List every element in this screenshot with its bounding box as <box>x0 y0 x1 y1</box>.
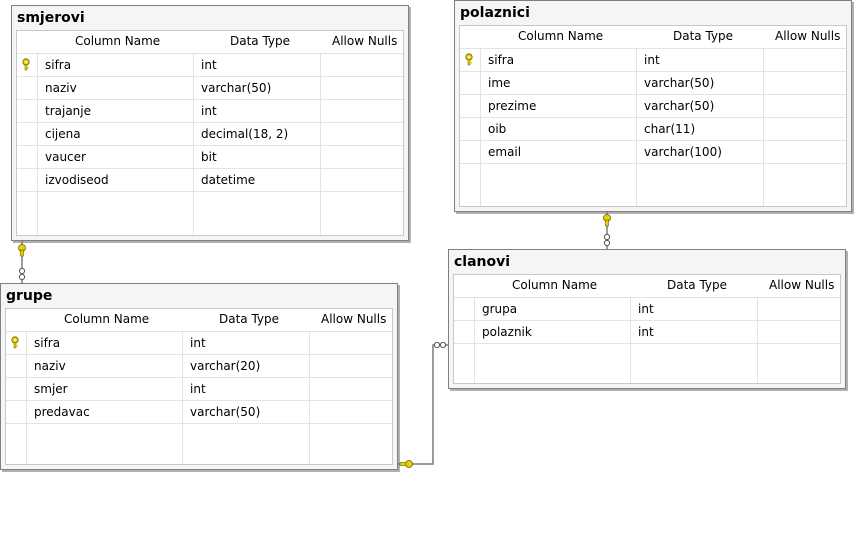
data-type-cell: int <box>201 104 217 118</box>
column-name-cell: predavac <box>34 405 90 419</box>
infinity-end-icon <box>433 341 447 349</box>
column-name-cell: grupa <box>482 302 518 316</box>
column-name-cell: izvodiseod <box>45 173 109 187</box>
table-row[interactable]: izvodiseod datetime <box>17 168 403 192</box>
header-data-type: Data Type <box>673 29 734 43</box>
table-row[interactable]: polaznik int <box>454 320 840 344</box>
header-column-name: Column Name <box>75 34 161 48</box>
data-type-cell: varchar(50) <box>644 99 715 113</box>
data-type-cell: char(11) <box>644 122 696 136</box>
table-title-polaznici: polaznici <box>460 5 530 21</box>
table-title-clanovi: clanovi <box>454 254 511 270</box>
column-name-cell: naziv <box>45 81 77 95</box>
table-row[interactable]: ime varchar(50) <box>460 71 846 95</box>
key-end-icon <box>18 244 26 257</box>
data-type-cell: bit <box>201 150 217 164</box>
header-column-name: Column Name <box>64 312 150 326</box>
header-allow-nulls: Allow Nulls <box>775 29 841 43</box>
data-type-cell: varchar(100) <box>644 145 722 159</box>
column-name-cell: polaznik <box>482 325 532 339</box>
relationship-clanovi-grupe[interactable] <box>398 341 448 468</box>
data-type-cell: varchar(50) <box>201 81 272 95</box>
data-type-cell: int <box>644 53 660 67</box>
column-name-cell: prezime <box>488 99 537 113</box>
grid-header: Column Name Data Type Allow Nulls <box>6 309 392 331</box>
data-type-cell: varchar(50) <box>190 405 261 419</box>
column-name-cell: sifra <box>45 58 72 72</box>
column-name-cell: trajanje <box>45 104 92 118</box>
column-name-cell: sifra <box>488 53 515 67</box>
table-row[interactable]: predavac varchar(50) <box>6 400 392 424</box>
infinity-end-icon <box>603 233 611 247</box>
table-row[interactable]: grupa int <box>454 297 840 321</box>
column-name-cell: cijena <box>45 127 81 141</box>
table-row[interactable]: prezime varchar(50) <box>460 94 846 118</box>
table-row[interactable]: naziv varchar(20) <box>6 354 392 378</box>
key-end-icon <box>399 460 413 468</box>
header-column-name: Column Name <box>518 29 604 43</box>
data-type-cell: int <box>638 325 654 339</box>
header-column-name: Column Name <box>512 278 598 292</box>
data-type-cell: varchar(20) <box>190 359 261 373</box>
infinity-end-icon <box>18 267 26 281</box>
column-name-cell: oib <box>488 122 507 136</box>
empty-row[interactable] <box>17 191 403 215</box>
table-polaznici[interactable]: polaznici Column Name Data Type Allow Nu… <box>454 0 852 212</box>
table-row[interactable]: oib char(11) <box>460 117 846 141</box>
data-type-cell: varchar(50) <box>644 76 715 90</box>
table-row[interactable]: smjer int <box>6 377 392 401</box>
data-type-cell: decimal(18, 2) <box>201 127 289 141</box>
column-name-cell: sifra <box>34 336 61 350</box>
header-allow-nulls: Allow Nulls <box>321 312 387 326</box>
data-type-cell: int <box>638 302 654 316</box>
table-row[interactable]: sifra int <box>460 48 846 72</box>
data-type-cell: int <box>190 336 206 350</box>
table-row[interactable]: cijena decimal(18, 2) <box>17 122 403 146</box>
column-grid: Column Name Data Type Allow Nulls sifra i… <box>459 25 847 207</box>
table-clanovi[interactable]: clanovi Column Name Data Type Allow Null… <box>448 249 846 389</box>
table-row[interactable]: email varchar(100) <box>460 140 846 164</box>
empty-row[interactable] <box>460 163 846 187</box>
header-allow-nulls: Allow Nulls <box>332 34 398 48</box>
table-row[interactable]: sifra int <box>6 331 392 355</box>
column-grid: Column Name Data Type Allow Nulls sifra i… <box>16 30 404 236</box>
empty-row[interactable] <box>454 343 840 367</box>
relationship-clanovi-polaznici[interactable] <box>603 212 611 249</box>
column-name-cell: ime <box>488 76 511 90</box>
header-data-type: Data Type <box>667 278 728 292</box>
data-type-cell: int <box>201 58 217 72</box>
column-name-cell: smjer <box>34 382 68 396</box>
column-grid: Column Name Data Type Allow Nulls sifra i… <box>5 308 393 465</box>
column-name-cell: email <box>488 145 522 159</box>
table-smjerovi[interactable]: smjerovi Column Name Data Type Allow Nul… <box>11 5 409 241</box>
primary-key-icon <box>464 53 474 66</box>
table-grupe[interactable]: grupe Column Name Data Type Allow Nulls … <box>0 283 398 470</box>
grid-header: Column Name Data Type Allow Nulls <box>460 26 846 48</box>
primary-key-icon <box>21 58 31 71</box>
data-type-cell: datetime <box>201 173 256 187</box>
data-type-cell: int <box>190 382 206 396</box>
column-grid: Column Name Data Type Allow Nulls grupa i… <box>453 274 841 384</box>
key-end-icon <box>603 214 611 227</box>
table-row[interactable]: trajanje int <box>17 99 403 123</box>
header-data-type: Data Type <box>219 312 280 326</box>
header-allow-nulls: Allow Nulls <box>769 278 835 292</box>
table-row[interactable]: naziv varchar(50) <box>17 76 403 100</box>
primary-key-icon <box>10 336 20 349</box>
table-row[interactable]: sifra int <box>17 53 403 77</box>
relationship-grupe-smjerovi[interactable] <box>18 241 26 283</box>
column-name-cell: vaucer <box>45 150 86 164</box>
table-title-smjerovi: smjerovi <box>17 10 85 26</box>
grid-header: Column Name Data Type Allow Nulls <box>17 31 403 53</box>
column-name-cell: naziv <box>34 359 66 373</box>
grid-header: Column Name Data Type Allow Nulls <box>454 275 840 297</box>
header-data-type: Data Type <box>230 34 291 48</box>
table-title-grupe: grupe <box>6 288 53 304</box>
empty-row[interactable] <box>6 423 392 447</box>
table-row[interactable]: vaucer bit <box>17 145 403 169</box>
